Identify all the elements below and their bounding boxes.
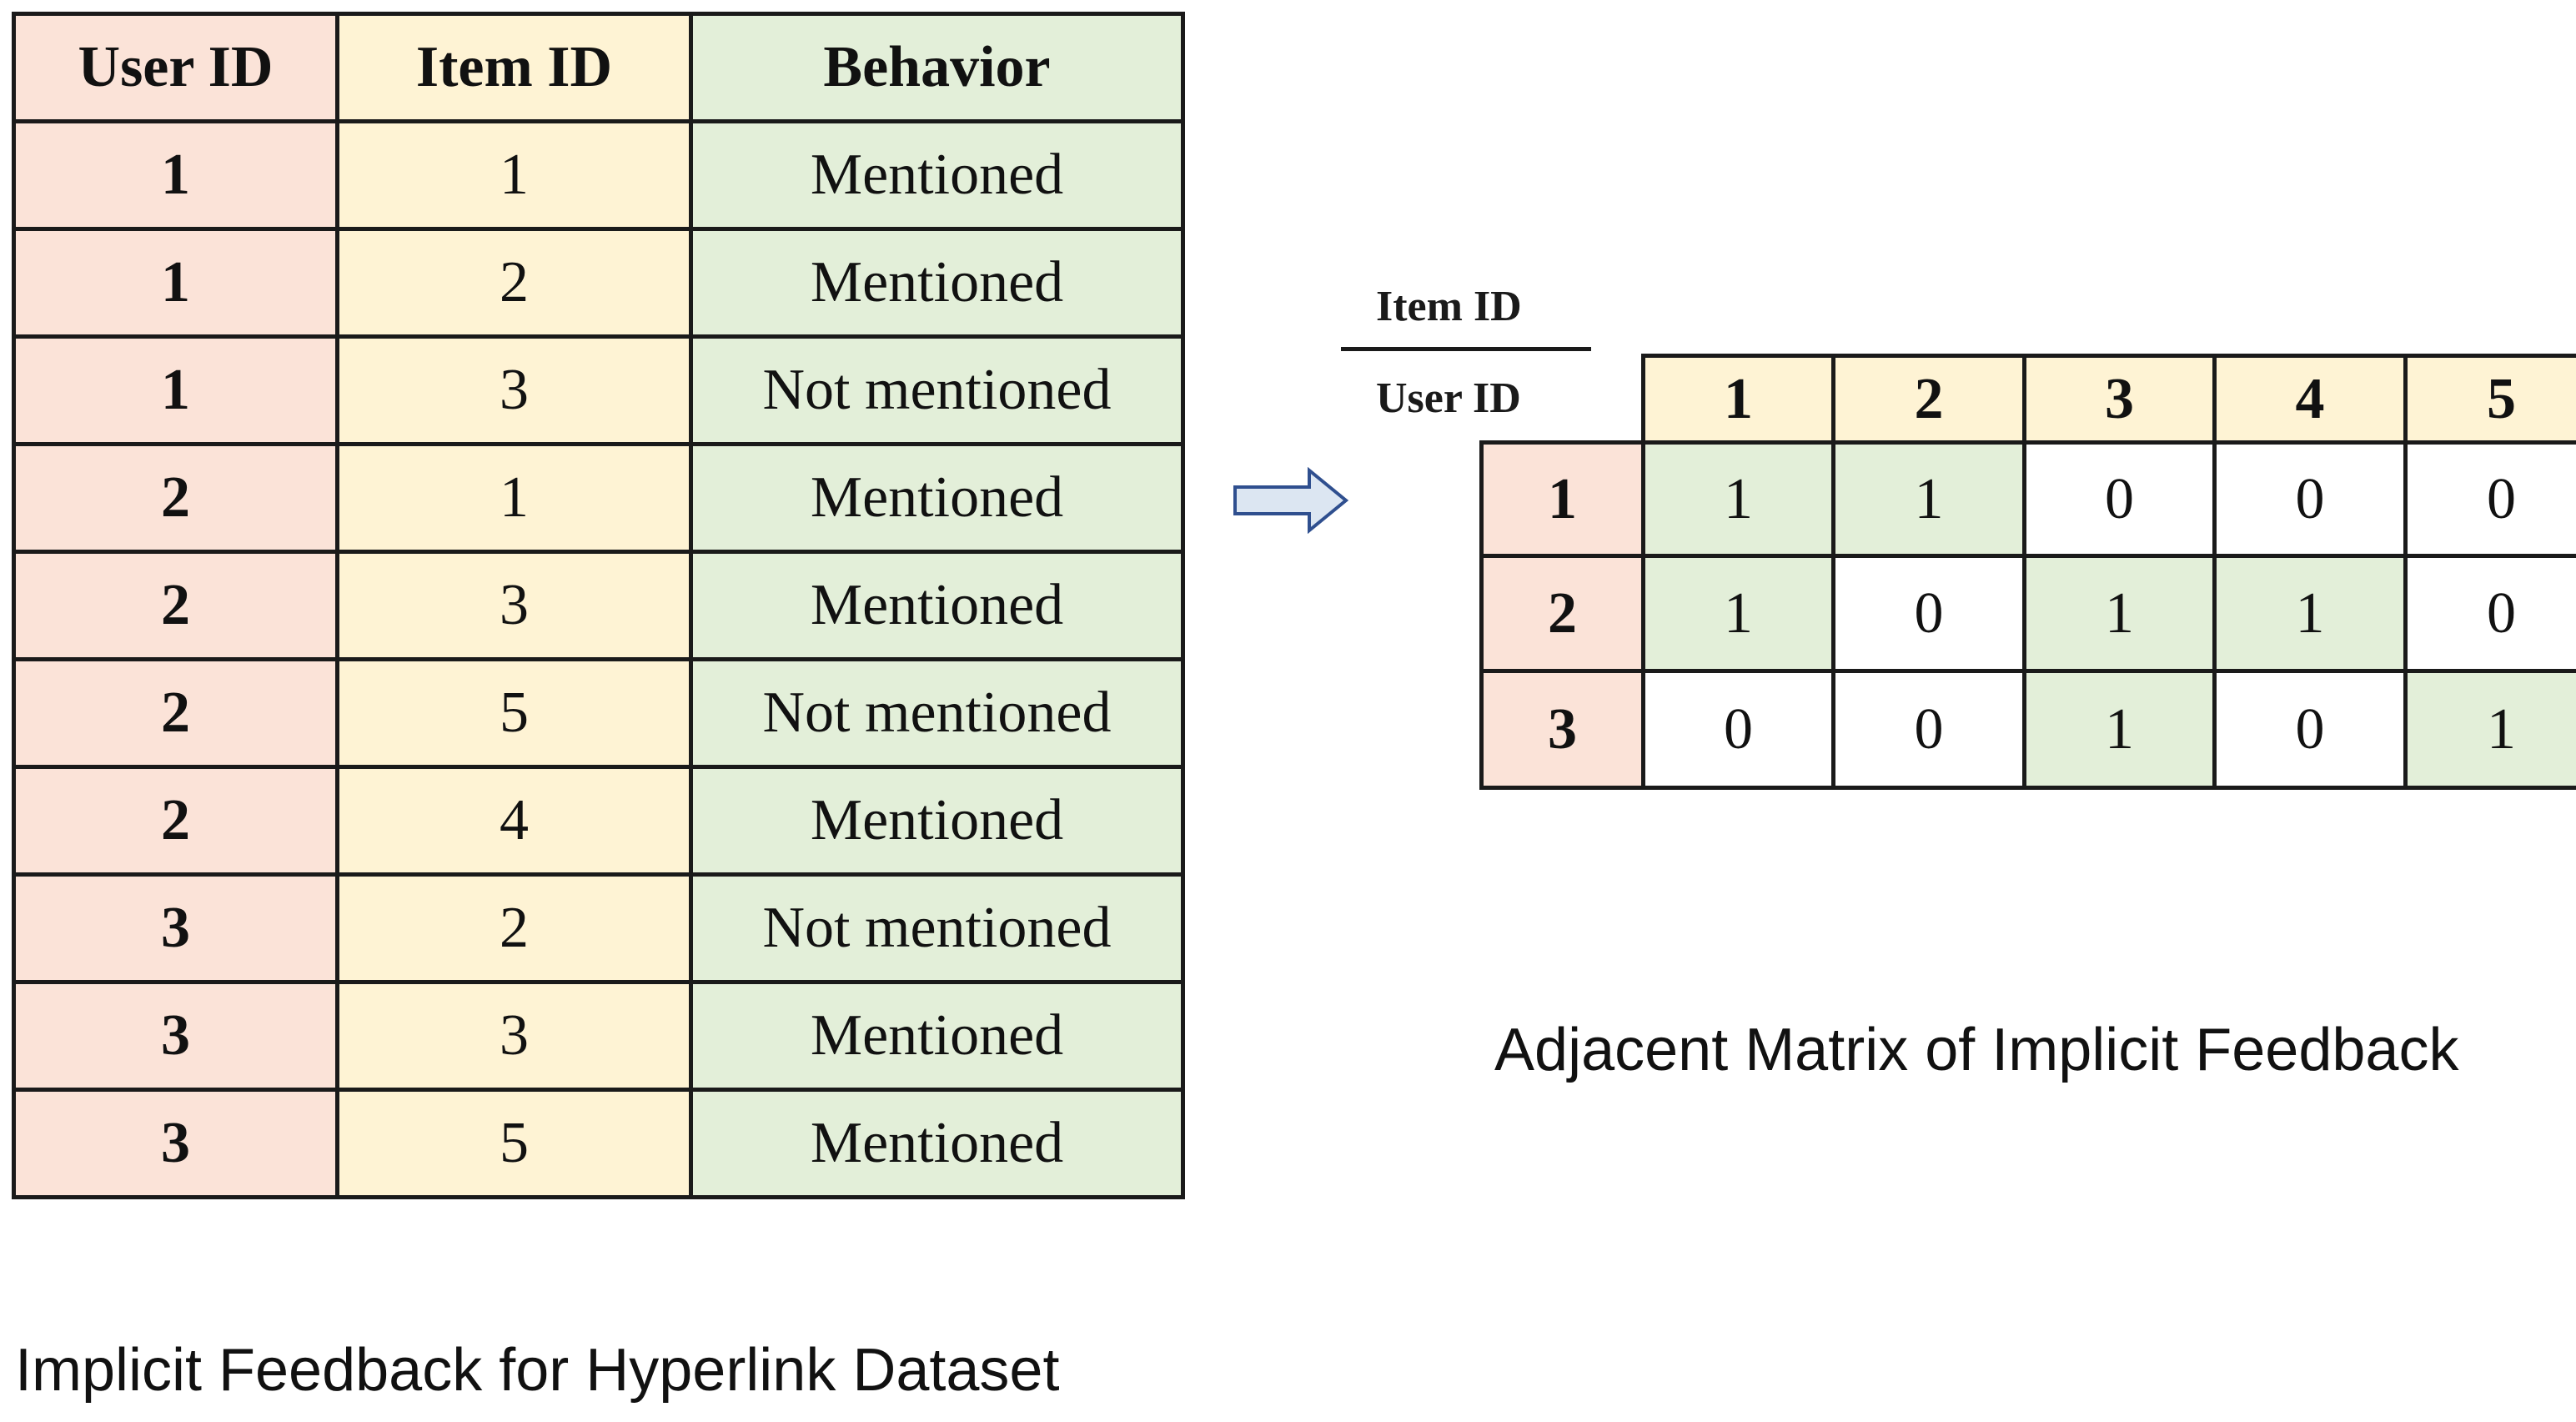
cell-item-id: 2 xyxy=(335,872,693,984)
matrix-row-header: 2 xyxy=(1479,554,1645,673)
matrix-cell: 0 xyxy=(1831,669,2026,790)
matrix-column-header: 5 xyxy=(2403,354,2576,445)
cell-behavior: Not mentioned xyxy=(689,872,1185,984)
cell-item-id: 5 xyxy=(335,1088,693,1199)
cell-user-id: 1 xyxy=(12,119,339,231)
header-item-id: Item ID xyxy=(335,12,693,123)
table-header-row: User ID Item ID Behavior xyxy=(12,12,1185,123)
cell-item-id: 5 xyxy=(335,657,693,769)
cell-behavior: Mentioned xyxy=(689,980,1185,1092)
matrix-cell: 1 xyxy=(2403,669,2576,790)
matrix-cell: 0 xyxy=(2022,440,2217,558)
cell-user-id: 1 xyxy=(12,334,339,446)
matrix-cell: 0 xyxy=(2212,669,2408,790)
cell-user-id: 3 xyxy=(12,980,339,1092)
cell-item-id: 2 xyxy=(335,227,693,339)
cell-item-id: 3 xyxy=(335,550,693,661)
cell-item-id: 3 xyxy=(335,334,693,446)
matrix-cell: 1 xyxy=(1831,440,2026,558)
matrix-cell: 1 xyxy=(2022,554,2217,673)
cell-behavior: Mentioned xyxy=(689,1088,1185,1199)
matrix-caption: Adjacent Matrix of Implicit Feedback xyxy=(1494,1017,2459,1083)
matrix-row-header: 3 xyxy=(1479,669,1645,790)
matrix-column-header: 4 xyxy=(2212,354,2408,445)
matrix-cell: 0 xyxy=(2212,440,2408,558)
cell-user-id: 3 xyxy=(12,872,339,984)
header-behavior: Behavior xyxy=(689,12,1185,123)
cell-behavior: Not mentioned xyxy=(689,334,1185,446)
cell-item-id: 1 xyxy=(335,442,693,554)
matrix-row-header: 1 xyxy=(1479,440,1645,558)
cell-behavior: Mentioned xyxy=(689,227,1185,339)
matrix-cell: 0 xyxy=(2403,554,2576,673)
cell-item-id: 4 xyxy=(335,765,693,877)
matrix-cell: 0 xyxy=(1831,554,2026,673)
cell-behavior: Mentioned xyxy=(689,119,1185,231)
matrix-cell: 1 xyxy=(1641,554,1835,673)
cell-user-id: 1 xyxy=(12,227,339,339)
cell-user-id: 2 xyxy=(12,765,339,877)
cell-item-id: 3 xyxy=(335,980,693,1092)
corner-divider xyxy=(1341,347,1591,351)
cell-user-id: 2 xyxy=(12,442,339,554)
matrix-column-header: 3 xyxy=(2022,354,2217,445)
cell-user-id: 2 xyxy=(12,657,339,769)
right-arrow-icon xyxy=(1233,467,1349,534)
cell-user-id: 3 xyxy=(12,1088,339,1199)
matrix-cell: 1 xyxy=(2212,554,2408,673)
cell-user-id: 2 xyxy=(12,550,339,661)
cell-item-id: 1 xyxy=(335,119,693,231)
matrix-column-header: 2 xyxy=(1831,354,2026,445)
cell-behavior: Mentioned xyxy=(689,442,1185,554)
feedback-table-caption: Implicit Feedback for Hyperlink Dataset xyxy=(15,1337,1060,1404)
cell-behavior: Not mentioned xyxy=(689,657,1185,769)
matrix-cell: 0 xyxy=(1641,669,1835,790)
matrix-cell: 1 xyxy=(2022,669,2217,790)
matrix-cell: 1 xyxy=(1641,440,1835,558)
matrix-column-header: 1 xyxy=(1641,354,1835,445)
matrix-cell: 0 xyxy=(2403,440,2576,558)
cell-behavior: Mentioned xyxy=(689,765,1185,877)
corner-item-id-label: Item ID xyxy=(1376,283,1522,330)
header-user-id: User ID xyxy=(12,12,339,123)
cell-behavior: Mentioned xyxy=(689,550,1185,661)
corner-user-id-label: User ID xyxy=(1376,374,1521,422)
